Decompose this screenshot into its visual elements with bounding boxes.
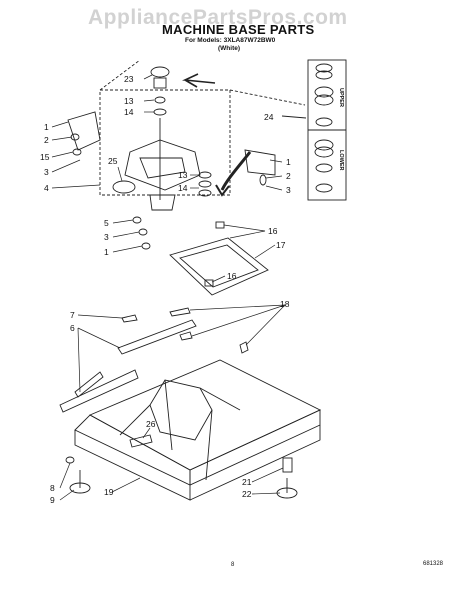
callout-2-left: 2: [44, 135, 49, 145]
left-bracket: [67, 111, 101, 151]
part-26: [129, 434, 153, 448]
frame-17: [169, 237, 269, 296]
model-line: For Models: 3XLA87W72BW0: [185, 37, 276, 44]
watermark: AppliancePartsPros.com: [88, 6, 348, 29]
callout-14-top: 14: [124, 107, 134, 117]
rail-7: [121, 314, 138, 323]
callout-19: 19: [104, 487, 114, 497]
page-title: MACHINE BASE PARTS: [162, 22, 315, 37]
document-number: 681328: [423, 561, 444, 567]
callout-6: 6: [70, 323, 75, 333]
callout-9: 9: [50, 495, 55, 505]
callout-1-mid: 1: [104, 247, 109, 257]
callout-7: 7: [70, 310, 75, 320]
base-frame-19: [59, 359, 322, 501]
rail-6: [117, 319, 197, 355]
pointer-arrow-curve: [220, 151, 252, 191]
callout-2-right: 2: [286, 171, 291, 181]
callout-1-right: 1: [286, 157, 291, 167]
callout-1-left: 1: [44, 122, 49, 132]
inset-label-lower: LOWER: [338, 150, 344, 170]
callout-25: 25: [108, 156, 118, 166]
callout-24: 24: [264, 112, 274, 122]
callout-13-top: 13: [124, 96, 134, 106]
callout-labels: 1 2 15 3 4 25 23 13 14 13 14 1 2 3 24 5 …: [40, 74, 344, 505]
callout-5: 5: [104, 218, 109, 228]
callout-23: 23: [124, 74, 134, 84]
callout-14-right: 14: [178, 183, 188, 193]
callout-26: 26: [146, 419, 156, 429]
assembly-dashed-box: [99, 89, 231, 196]
callout-4: 4: [44, 183, 49, 193]
leader-lines: [51, 74, 286, 501]
assembly-dashed-line: [99, 59, 141, 91]
callout-13-right: 13: [178, 170, 188, 180]
inset-rings: [314, 63, 334, 193]
callout-3-left: 3: [44, 167, 49, 177]
callout-17: 17: [276, 240, 286, 250]
callout-18: 18: [280, 299, 290, 309]
callout-16-mid: 16: [227, 271, 237, 281]
callout-15: 15: [40, 152, 50, 162]
callout-22: 22: [242, 489, 252, 499]
callout-21: 21: [242, 477, 252, 487]
callout-16-top: 16: [268, 226, 278, 236]
shaft-assembly: [124, 66, 201, 211]
callout-8: 8: [50, 483, 55, 493]
color-line: (White): [218, 45, 241, 52]
ring-25: [112, 180, 136, 194]
callout-3-right: 3: [286, 185, 291, 195]
page-number: 8: [231, 562, 235, 568]
pointer-arrow-top: [181, 73, 216, 88]
callout-3-mid: 3: [104, 232, 109, 242]
inset-label-upper: UPPER: [338, 88, 344, 107]
